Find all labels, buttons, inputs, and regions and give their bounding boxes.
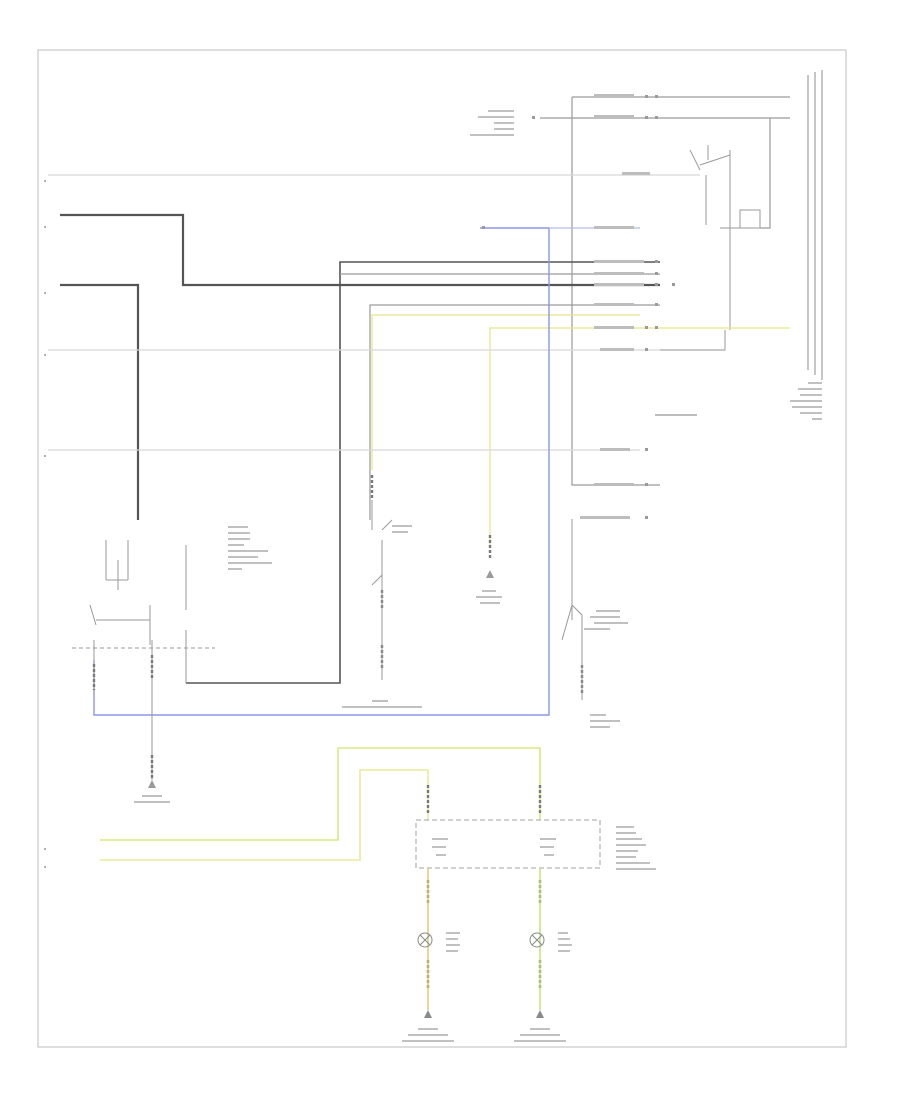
turn-module-inner: [432, 826, 656, 870]
module-pin-labels: [580, 94, 697, 519]
left-switch-assembly: [72, 540, 215, 780]
hazard-switch: [561, 519, 583, 700]
bottom-ground-labels: [402, 1028, 566, 1042]
yellow-wire-ground: [489, 327, 790, 545]
blue-wire: [93, 227, 550, 716]
ground-symbols: [148, 570, 494, 788]
module-arrows: [482, 95, 675, 519]
turn-module-box: [415, 819, 601, 869]
mid-wire-a: [369, 304, 660, 520]
right-connector-bars: [807, 70, 823, 380]
bottom-green-wire: [100, 747, 541, 841]
right-module-label: [790, 382, 822, 420]
connector-marks: [92, 475, 584, 780]
dark-wire-upper: [186, 261, 660, 684]
relay-switch: [689, 145, 761, 330]
blk-wire: [60, 283, 140, 520]
top-wires: [540, 96, 790, 486]
brn-wire: [60, 213, 660, 287]
lamp-right-icon: [417, 932, 433, 948]
left-wire-markers: [44, 180, 46, 868]
bottom-ground-symbols: [424, 1010, 544, 1018]
left-switch-label: [228, 526, 272, 570]
lamp-left-icon: [529, 932, 545, 948]
ctrl-unit-label: [470, 110, 514, 136]
grn-wire-end: [660, 330, 726, 351]
ground-labels: [134, 525, 628, 803]
yellow-wire-switch: [371, 314, 640, 470]
diagram-frame: [37, 49, 847, 1048]
bottom-yellow-wire: [100, 769, 429, 861]
middle-switch: [371, 500, 393, 680]
lamp-labels: [446, 932, 572, 952]
turn-module-connectors: [426, 785, 542, 990]
